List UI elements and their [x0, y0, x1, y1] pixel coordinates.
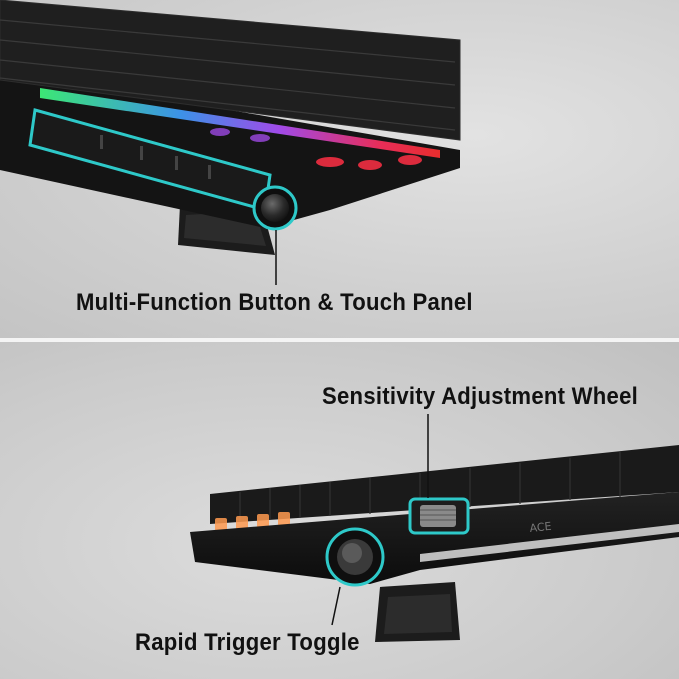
keyboard-side-illustration: ACE	[190, 414, 679, 642]
keycaps	[0, 0, 461, 141]
caption-multi-function: Multi-Function Button & Touch Panel	[76, 289, 473, 316]
keyboard-body-bottom	[190, 492, 679, 584]
keyboard-top-illustration	[0, 0, 461, 285]
caption-sensitivity-wheel: Sensitivity Adjustment Wheel	[322, 383, 639, 410]
leader-line-toggle	[331, 586, 341, 626]
bottom-product-panel: ACE Sensitivity Adjustment Wheel Rapid T…	[0, 342, 679, 679]
keycaps-row	[210, 445, 679, 524]
keyboard-body	[0, 70, 460, 228]
panel-divider	[0, 338, 679, 342]
ace-badge: ACE	[529, 520, 552, 535]
caption-rapid-trigger: Rapid Trigger Toggle	[135, 629, 360, 656]
top-product-panel: Multi-Function Button & Touch Panel	[0, 0, 679, 338]
rgb-underglow	[40, 88, 440, 158]
